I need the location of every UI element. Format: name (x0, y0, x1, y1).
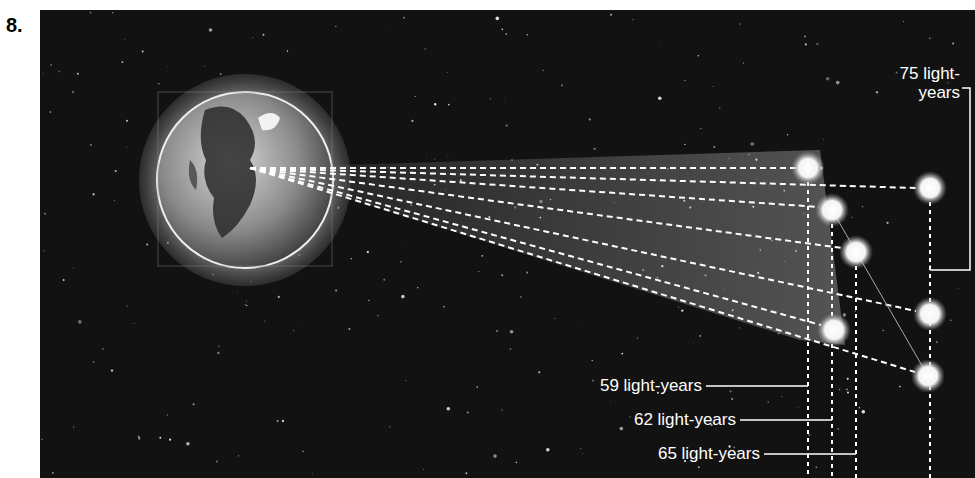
distance-label: 62 light-years (634, 410, 736, 429)
distance-label: 65 light-years (658, 444, 760, 463)
leader-lines (706, 88, 970, 454)
sight-lines (250, 168, 916, 372)
callout-number: 8. (6, 14, 23, 37)
distance-lines (808, 182, 930, 478)
earth (139, 74, 351, 286)
space-background (40, 10, 975, 478)
faint-line (832, 210, 928, 376)
background-stars (42, 12, 960, 475)
distance-label: 59 light-years (600, 376, 702, 395)
distance-label: 75 light-years (880, 64, 960, 102)
target-stars (791, 151, 947, 393)
